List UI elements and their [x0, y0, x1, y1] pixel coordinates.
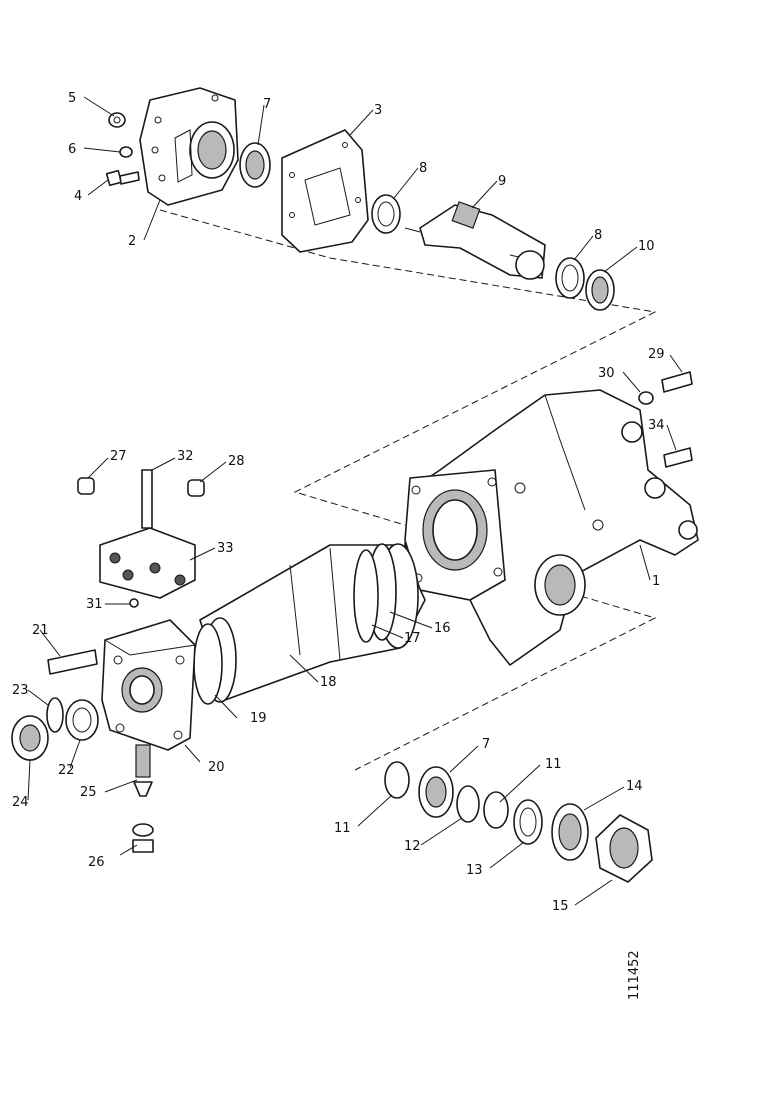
label-18: 18 [320, 675, 337, 690]
part-26-plug[interactable] [132, 823, 154, 853]
part-30-washer[interactable] [638, 391, 654, 405]
part-34-bolt[interactable] [663, 447, 693, 468]
part-8-seal-lower[interactable] [555, 257, 585, 299]
label-32: 32 [177, 449, 194, 464]
label-3: 3 [374, 103, 382, 118]
label-15: 15 [552, 899, 569, 914]
part-9-shaft[interactable] [404, 201, 546, 280]
label-31: 31 [86, 597, 103, 612]
part-21-bolt[interactable] [47, 649, 98, 675]
part-7-bearing[interactable] [239, 142, 271, 188]
label-28: 28 [228, 454, 245, 469]
label-34: 34 [648, 418, 665, 433]
label-12: 12 [404, 839, 421, 854]
label-17: 17 [404, 631, 421, 646]
part-22-seal[interactable] [65, 699, 99, 741]
part-11-circlip-left[interactable] [384, 761, 410, 799]
part-31-pin[interactable] [129, 598, 139, 608]
label-33: 33 [217, 541, 234, 556]
label-19: 19 [250, 711, 267, 726]
label-11-right: 11 [545, 757, 562, 772]
part-24-seal[interactable] [11, 715, 49, 761]
label-9: 9 [498, 174, 506, 189]
label-1: 1 [652, 574, 660, 589]
drawing-number: 111452 [627, 950, 642, 1000]
label-7-bottom: 7 [482, 737, 490, 752]
part-3-gasket[interactable] [281, 129, 369, 253]
part-5-nut[interactable] [108, 112, 126, 128]
part-28-screw[interactable] [187, 479, 205, 497]
part-29-bolt[interactable] [661, 371, 693, 393]
label-30: 30 [598, 366, 615, 381]
part-labels: 5 6 4 2 7 3 8 9 8 10 29 30 34 1 27 32 28… [12, 91, 665, 914]
label-25: 25 [80, 785, 97, 800]
label-27: 27 [110, 449, 127, 464]
label-8-right: 8 [594, 228, 602, 243]
part-2-end-cover[interactable] [139, 87, 239, 206]
label-14: 14 [626, 779, 643, 794]
label-29: 29 [648, 347, 665, 362]
part-13-ring[interactable] [513, 799, 543, 845]
leader-lines [27, 96, 683, 906]
part-17-ring[interactable] [353, 549, 379, 643]
label-23: 23 [12, 683, 29, 698]
part-20-valve-body[interactable] [101, 619, 196, 751]
assembly-axis-lines [159, 209, 657, 771]
part-25-spring-valve[interactable] [133, 744, 153, 797]
label-21: 21 [32, 623, 49, 638]
part-4-bolt[interactable] [105, 169, 140, 187]
label-22: 22 [58, 763, 75, 778]
label-2: 2 [128, 234, 136, 249]
part-7-bearing-lower[interactable] [418, 766, 454, 818]
label-6: 6 [68, 142, 76, 157]
part-14-bearing[interactable] [551, 803, 589, 861]
label-16: 16 [434, 621, 451, 636]
part-12-ring[interactable] [456, 785, 480, 823]
part-8-seal-upper[interactable] [371, 194, 401, 234]
label-26: 26 [88, 855, 105, 870]
label-5: 5 [68, 91, 76, 106]
label-20: 20 [208, 760, 225, 775]
part-23-ring[interactable] [46, 697, 64, 733]
label-8-top: 8 [419, 161, 427, 176]
label-13: 13 [466, 863, 483, 878]
part-32-bolt[interactable] [141, 469, 153, 529]
part-10-seal[interactable] [585, 269, 615, 311]
label-24: 24 [12, 795, 29, 810]
label-11-left: 11 [334, 821, 351, 836]
label-10: 10 [638, 239, 655, 254]
part-11-circlip-right[interactable] [483, 791, 509, 829]
part-15-nut[interactable] [595, 814, 653, 883]
part-6-washer[interactable] [119, 146, 133, 158]
label-4: 4 [74, 189, 82, 204]
label-7-top: 7 [263, 97, 271, 112]
part-33-block[interactable] [99, 527, 196, 599]
part-27-screw[interactable] [77, 477, 95, 495]
part-19-rings[interactable] [193, 617, 237, 705]
